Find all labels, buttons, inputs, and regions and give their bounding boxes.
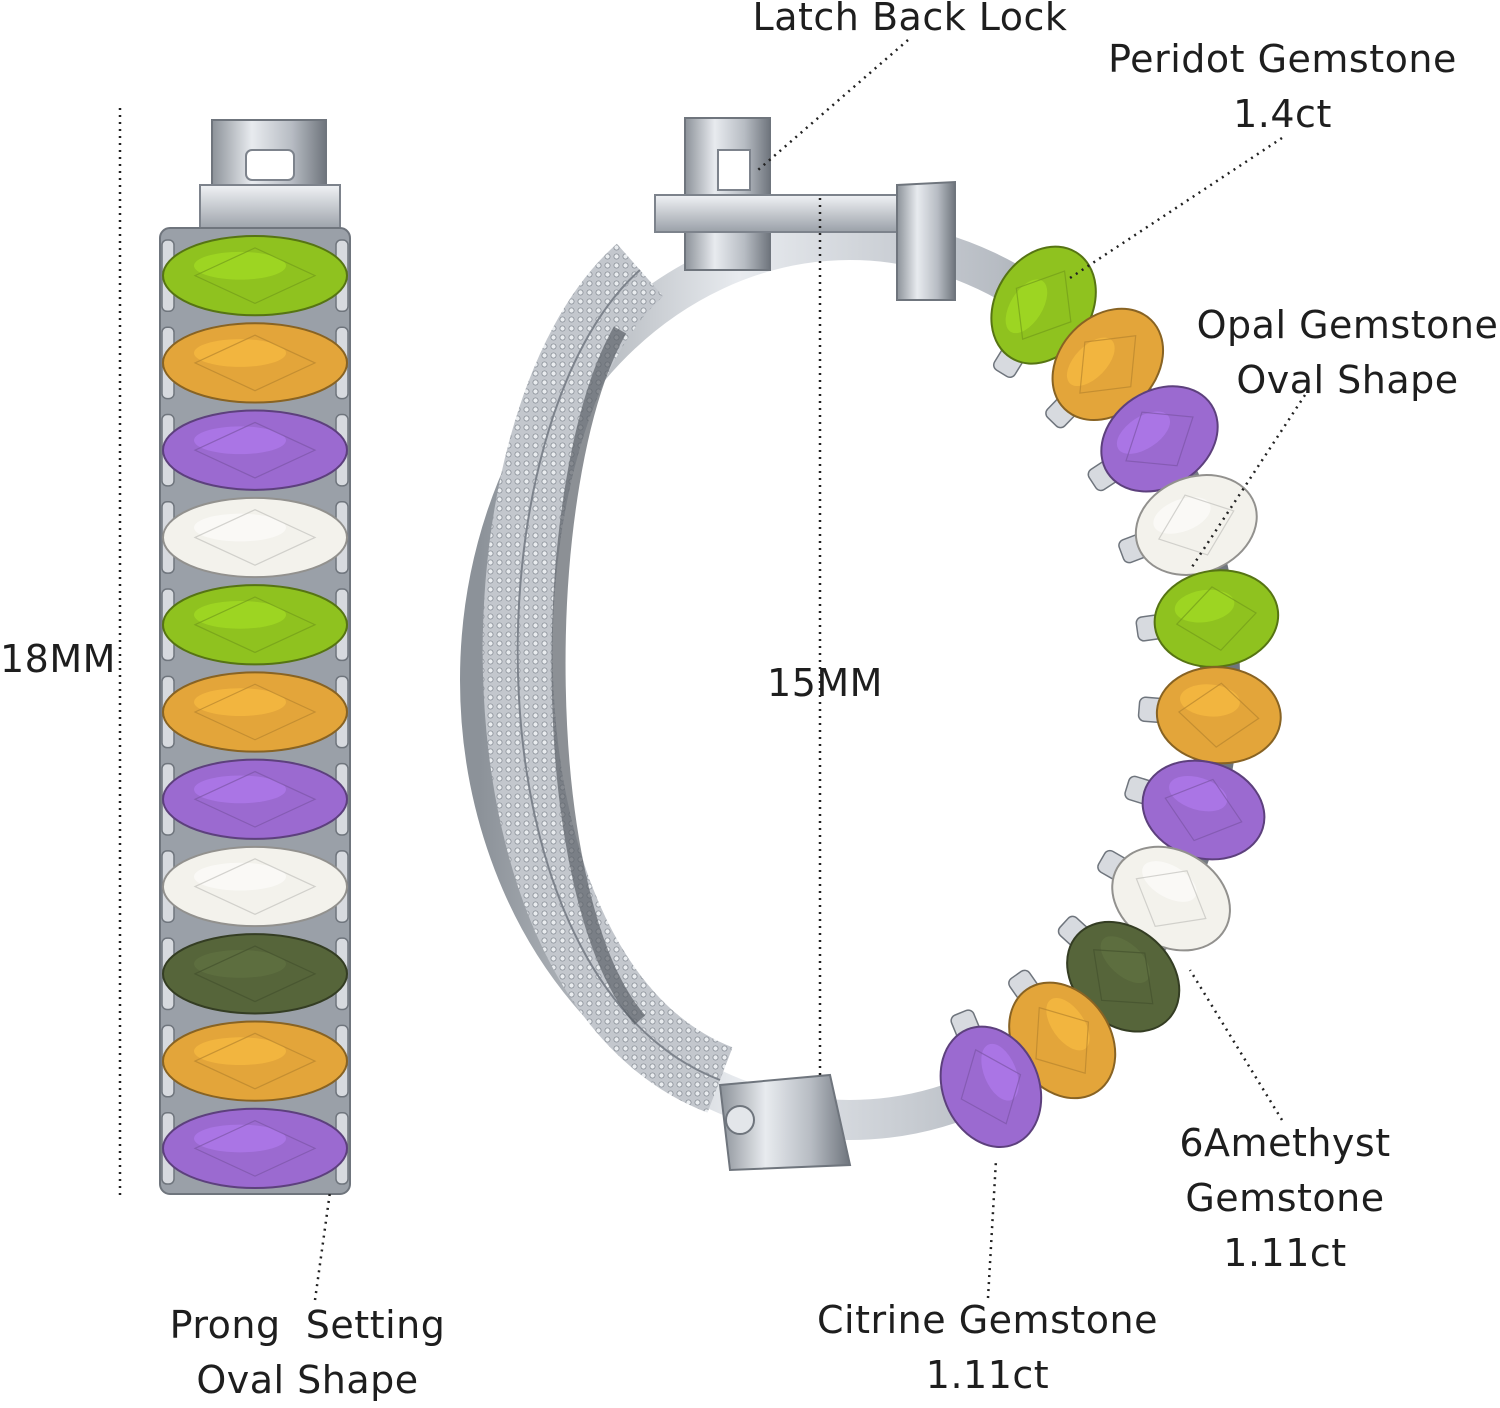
- side-stone-amethyst: [161, 409, 349, 491]
- hoop-stone-opal: [1118, 474, 1258, 576]
- leader-lines: [313, 39, 1307, 1301]
- side-stone-citrine: [161, 322, 349, 404]
- leader-prong: [313, 1191, 332, 1301]
- hinge-pin: [725, 1105, 755, 1135]
- hoop-stone-amethyst: [1124, 759, 1266, 861]
- hoop-stone-opal: [1097, 845, 1231, 952]
- label-citrine-gemstone: Citrine Gemstone 1.11ct: [817, 1298, 1158, 1397]
- label-diameter-15mm: 15MM: [767, 661, 883, 705]
- label-prong-setting: Prong Setting Oval Shape: [169, 1303, 446, 1402]
- leader-citrine: [986, 1159, 998, 1299]
- label-opal-gemstone: Opal Gemstone Oval Shape: [1196, 303, 1499, 402]
- hoop-stone-citrine: [1137, 666, 1282, 765]
- side-stone-citrine: [161, 1020, 349, 1102]
- side-stone-amethyst: [161, 758, 349, 840]
- side-view-earring: [159, 119, 351, 1195]
- hinge: [718, 1073, 852, 1172]
- side-stone-citrine: [161, 671, 349, 753]
- hoop-earring: [460, 117, 1282, 1172]
- label-height-18mm: 18MM: [0, 637, 116, 681]
- leader-peridot: [1069, 136, 1283, 280]
- side-stone-amethyst: [161, 1107, 349, 1190]
- side-stone-tourmaline: [161, 933, 349, 1015]
- hoop-stone-amethyst: [1087, 385, 1219, 493]
- hoop-stone-amethyst: [939, 1009, 1043, 1148]
- side-stone-peridot: [161, 584, 349, 666]
- leader-amethyst: [1188, 969, 1284, 1121]
- side-stone-column: [161, 234, 349, 1190]
- side-stone-peridot: [161, 234, 349, 317]
- pave-band: [482, 243, 734, 1113]
- hoop-stone-arc: [939, 245, 1282, 1148]
- leader-latch: [757, 39, 909, 171]
- side-stone-opal: [161, 845, 349, 928]
- label-amethyst-gemstone: 6Amethyst Gemstone 1.11ct: [1179, 1121, 1391, 1275]
- hoop-stone-peridot: [1135, 569, 1280, 668]
- side-stone-opal: [161, 496, 349, 579]
- label-peridot-gemstone: Peridot Gemstone 1.4ct: [1108, 37, 1457, 136]
- label-latch-back-lock: Latch Back Lock: [752, 0, 1068, 39]
